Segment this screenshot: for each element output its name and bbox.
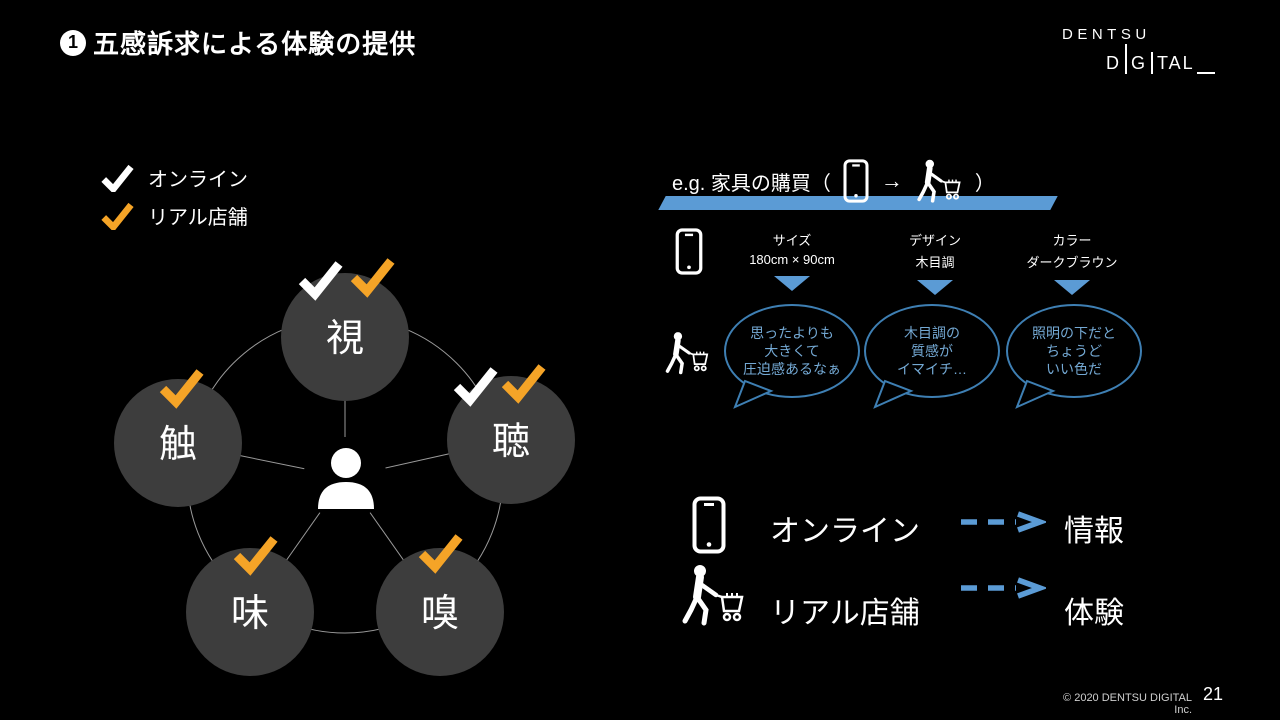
sense-label: 味 (231, 593, 269, 635)
bubble-line: イマイチ… (897, 361, 967, 377)
attribute-name: デザイン (908, 233, 961, 248)
logo-bar-icon (1151, 52, 1154, 74)
speech-bubble-design: 木目調の 質感が イマイチ… (864, 304, 1002, 410)
sense-label: 視 (326, 318, 364, 360)
speech-bubble-text: 木目調の 質感が イマイチ… (864, 304, 1000, 398)
bubble-line: いい色だ (1046, 361, 1102, 377)
sense-touch: 触 (114, 379, 242, 507)
sense-sight: 視 (281, 273, 409, 401)
page-number: 21 (1203, 684, 1224, 704)
page-title: 五感訴求による体験の提供 (93, 29, 417, 59)
sense-label: 嗅 (421, 593, 459, 635)
sense-label: 聴 (492, 421, 530, 463)
check-icon (453, 367, 498, 407)
sense-hearing: 聴 (447, 376, 575, 504)
logo-bar-icon (1125, 44, 1127, 74)
title-number-badge: 1 (60, 29, 86, 56)
person-with-cart-icon (682, 565, 744, 626)
speech-bubble-text: 照明の下だと ちょうど いい色だ (1006, 304, 1142, 398)
right-arrow-icon: → (880, 168, 903, 193)
example-header-text: ） (974, 172, 995, 195)
bubble-tail (733, 379, 774, 409)
attribute-name: カラー (1052, 233, 1092, 248)
bubble-tail (873, 379, 914, 409)
result-label-experience: 体験 (1064, 597, 1124, 630)
dashed-arrow-icon (961, 577, 1046, 599)
bubble-line: 思ったよりも (750, 325, 834, 341)
five-senses-diagram: 視 聴 触 味 嗅 (114, 258, 575, 676)
example-header-text: e.g. 家具の購買（ (672, 172, 831, 195)
legend-item-online: オンライン (100, 163, 248, 192)
bubble-line: 照明の下だと (1032, 325, 1116, 341)
down-triangle-icon (774, 276, 810, 291)
bubble-line: 大きくて (764, 343, 820, 359)
channel-label-real-store: リアル店舗 (770, 597, 920, 630)
person-icon (318, 448, 374, 509)
check-icon (233, 536, 278, 576)
sense-label: 触 (159, 424, 197, 466)
person-with-cart-icon (665, 332, 709, 375)
check-icon (101, 164, 134, 192)
down-triangle-icon (917, 280, 953, 295)
attribute-value: ダークブラウン (1026, 255, 1118, 270)
check-icon (501, 364, 546, 404)
attribute-column-design: デザイン 木目調 (860, 230, 1010, 295)
bubble-line: 質感が (911, 343, 953, 359)
result-label-information: 情報 (1064, 515, 1124, 548)
check-icon (101, 202, 134, 230)
smartphone-icon (692, 496, 726, 554)
check-icon (418, 534, 463, 574)
attribute-name: サイズ (772, 233, 812, 248)
check-icon (350, 258, 395, 298)
logo-underline (1196, 72, 1215, 74)
logo-letter: TAL (1157, 53, 1195, 73)
example-header: e.g. 家具の購買（ → ） (672, 158, 995, 204)
title-row: 1 五感訴求による体験の提供 (60, 24, 416, 61)
attribute-column-size: サイズ 180cm × 90cm (717, 230, 867, 291)
speech-bubble-text: 思ったよりも 大きくて 圧迫感あるなぁ (724, 304, 860, 398)
check-icon (159, 369, 204, 409)
person-with-cart-icon (917, 159, 961, 203)
speech-bubble-size: 思ったよりも 大きくて 圧迫感あるなぁ (724, 304, 862, 410)
bubble-line: 圧迫感あるなぁ (743, 361, 841, 377)
smartphone-icon (675, 228, 703, 275)
logo-line2: D G TAL (1106, 44, 1227, 74)
bubble-line: ちょうど (1046, 343, 1102, 359)
sense-taste: 味 (186, 548, 314, 676)
channel-label-online: オンライン (770, 515, 920, 548)
legend-label: オンライン (148, 169, 248, 191)
bubble-line: 木目調の (904, 325, 960, 341)
check-legend: オンライン リアル店舗 (100, 163, 248, 239)
logo-letter: D (1106, 53, 1121, 73)
smartphone-icon (843, 159, 869, 203)
attribute-value: 180cm × 90cm (749, 252, 835, 267)
copyright-text: © 2020 DENTSU DIGITAL Inc. (1063, 692, 1192, 716)
speech-bubble-color: 照明の下だと ちょうど いい色だ (1006, 304, 1144, 410)
attribute-column-color: カラー ダークブラウン (997, 230, 1147, 295)
legend-item-real-store: リアル店舗 (100, 201, 248, 230)
dashed-arrow-icon (961, 511, 1046, 533)
logo-letter: G (1131, 53, 1148, 73)
dentsu-digital-logo: DENTSU D G TAL (1062, 26, 1227, 74)
attribute-value: 木目調 (915, 255, 955, 270)
sense-smell: 嗅 (376, 548, 504, 676)
logo-line1: DENTSU (1062, 26, 1151, 43)
check-icon (298, 261, 343, 301)
bubble-tail (1015, 379, 1056, 409)
down-triangle-icon (1054, 280, 1090, 295)
legend-label: リアル店舗 (148, 207, 248, 229)
